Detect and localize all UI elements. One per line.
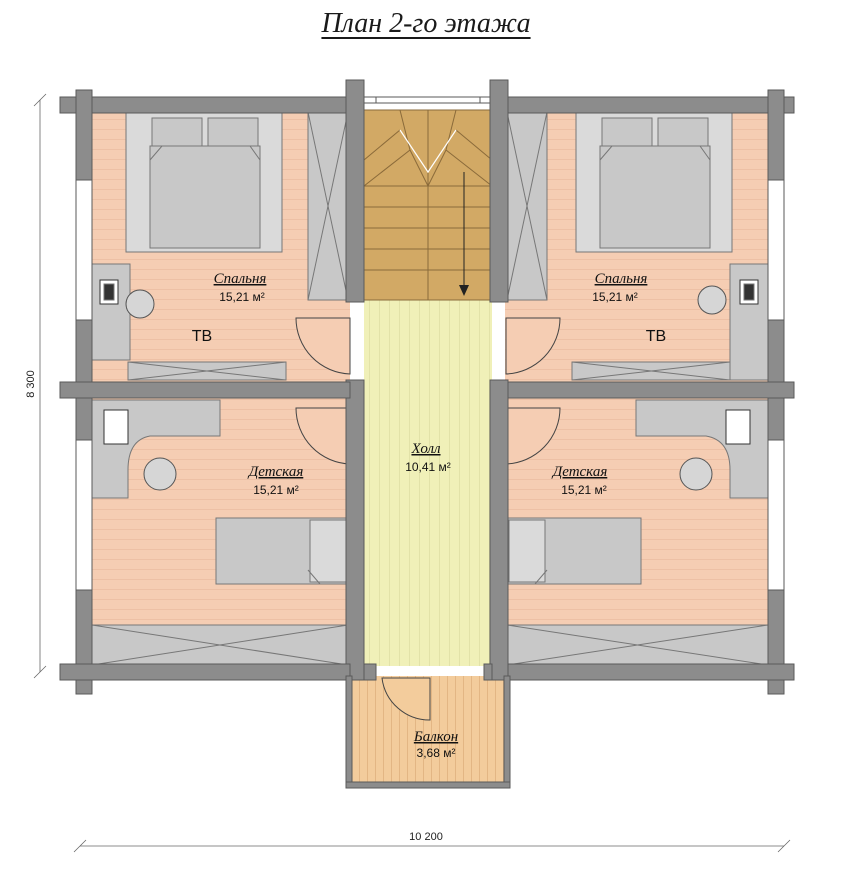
window (75, 179, 93, 321)
door-bedroom-left (295, 317, 351, 375)
staircase (363, 109, 493, 301)
room-area-hall: 10,41 м² (405, 460, 451, 474)
desk-right-bottom (635, 399, 769, 499)
room-name-kids-left: Детская (247, 464, 304, 480)
bed-right (575, 111, 733, 253)
dimension-width: 10 200 (409, 831, 443, 843)
door-balcony (381, 677, 431, 721)
door-bedroom-right (505, 317, 561, 375)
room-name-hall: Холл (410, 441, 441, 457)
doors (295, 317, 561, 721)
window (767, 439, 785, 591)
tv-label-right: ТВ (646, 328, 666, 345)
door-kids-left (295, 407, 351, 465)
room-area-bedroom-left: 15,21 м² (219, 290, 265, 304)
desk-left-top (91, 263, 131, 361)
room-area-kids-right: 15,21 м² (561, 483, 607, 497)
desk-right-top (729, 263, 769, 381)
windows (75, 96, 785, 591)
room-name-kids-right: Детская (551, 464, 608, 480)
window (375, 96, 481, 104)
dimension-lines (33, 93, 791, 853)
window (75, 439, 93, 591)
desk-left-bottom (91, 399, 221, 499)
tv-label-left: ТВ (192, 328, 212, 345)
room-area-kids-left: 15,21 м² (253, 483, 299, 497)
bed-kids-left (215, 517, 349, 585)
room-area-balcony: 3,68 м² (417, 746, 456, 760)
bed-kids-right (506, 517, 642, 585)
bed-left (125, 111, 283, 253)
dimension-height: 8 300 (25, 370, 37, 398)
chairs (125, 285, 727, 491)
room-name-bedroom-left: Спальня (214, 271, 267, 287)
chair-icon (697, 285, 727, 315)
chair-icon (679, 457, 713, 491)
room-name-bedroom-right: Спальня (595, 271, 648, 287)
chair-icon (125, 289, 155, 319)
plan-title: План 2-го этажа (321, 8, 531, 39)
stair-arrow-icon (459, 285, 469, 296)
chair-icon (143, 457, 177, 491)
window (767, 179, 785, 321)
room-name-balcony: Балкон (413, 729, 458, 745)
door-kids-right (505, 407, 561, 465)
room-area-bedroom-right: 15,21 м² (592, 290, 638, 304)
